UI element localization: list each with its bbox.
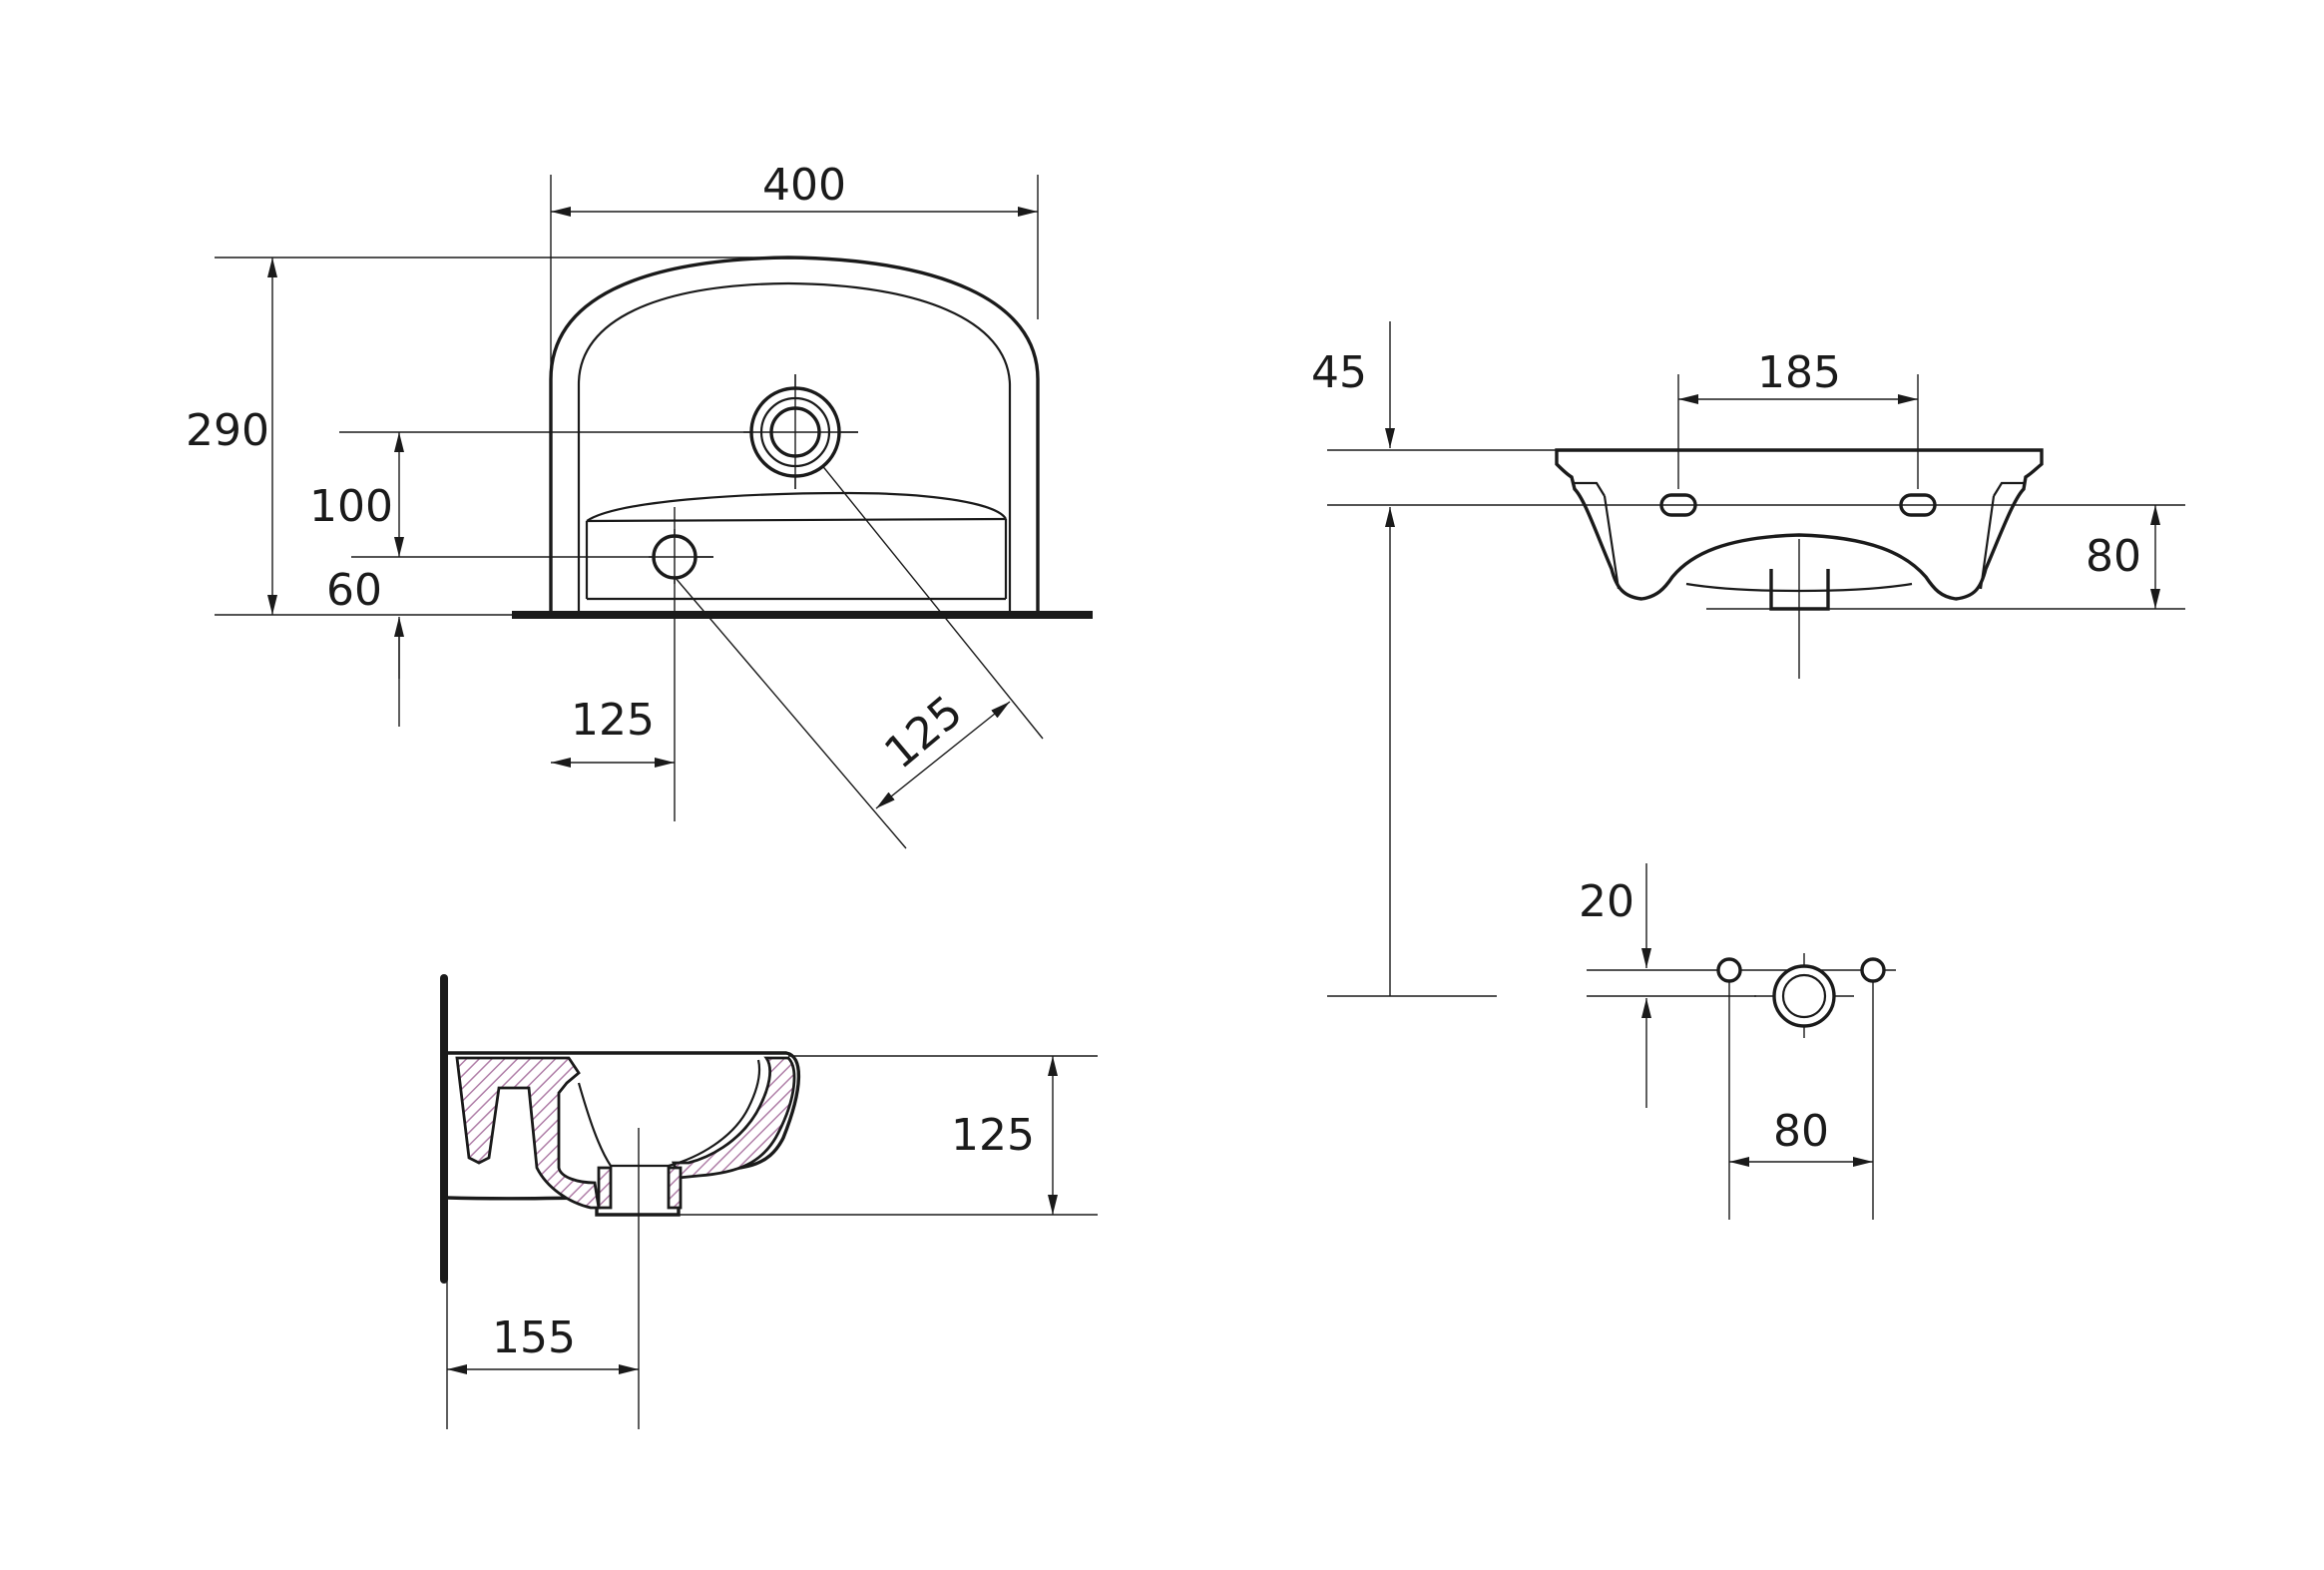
section-hatch-drain	[597, 1166, 683, 1210]
dim-tap-height-label: 100	[309, 481, 393, 532]
dim-width-label: 400	[762, 160, 846, 211]
section-hatch-front	[672, 1056, 796, 1180]
base-plate	[512, 611, 1093, 619]
dim-fixing-spacing-label: 80	[1773, 1106, 1829, 1157]
dim-hole-spacing-label: 185	[1757, 347, 1841, 398]
mounting-hole-right	[1899, 493, 1937, 517]
waste-outlet-inner	[1781, 973, 1827, 1019]
dim-overflow-offset-label: 125	[571, 695, 655, 746]
dim-drain-height-label: 125	[951, 1110, 1035, 1161]
front-basin-outline	[1555, 448, 2044, 601]
top-view: 400 290 100 60 125 125	[186, 160, 1093, 849]
fixing-bolt-left	[1716, 957, 1742, 983]
basin-outer-outline	[549, 256, 1040, 615]
front-shelf	[586, 491, 1007, 522]
dim-fixing-offset-label: 20	[1579, 876, 1634, 927]
basin-inner-bowl	[577, 281, 1012, 615]
front-view: 45 185 80	[1311, 321, 2185, 997]
waste-spigot	[1769, 569, 1830, 611]
dim-drain-offset-label: 155	[492, 1312, 576, 1363]
section-view: 125 155	[440, 974, 1098, 1429]
fixing-detail: 20 80	[1579, 863, 1896, 1220]
dim-overflow-height-label: 60	[326, 565, 382, 616]
section-hatch-back	[455, 1056, 601, 1210]
fixing-bolt-right	[1860, 957, 1886, 983]
dim-depth-label: 290	[186, 405, 269, 456]
dim-diagonal-label: 125	[875, 686, 972, 779]
dim-body-height-label: 80	[2086, 531, 2141, 582]
dim-top-thickness-label: 45	[1311, 347, 1367, 398]
mounting-hole-left	[1659, 493, 1697, 517]
